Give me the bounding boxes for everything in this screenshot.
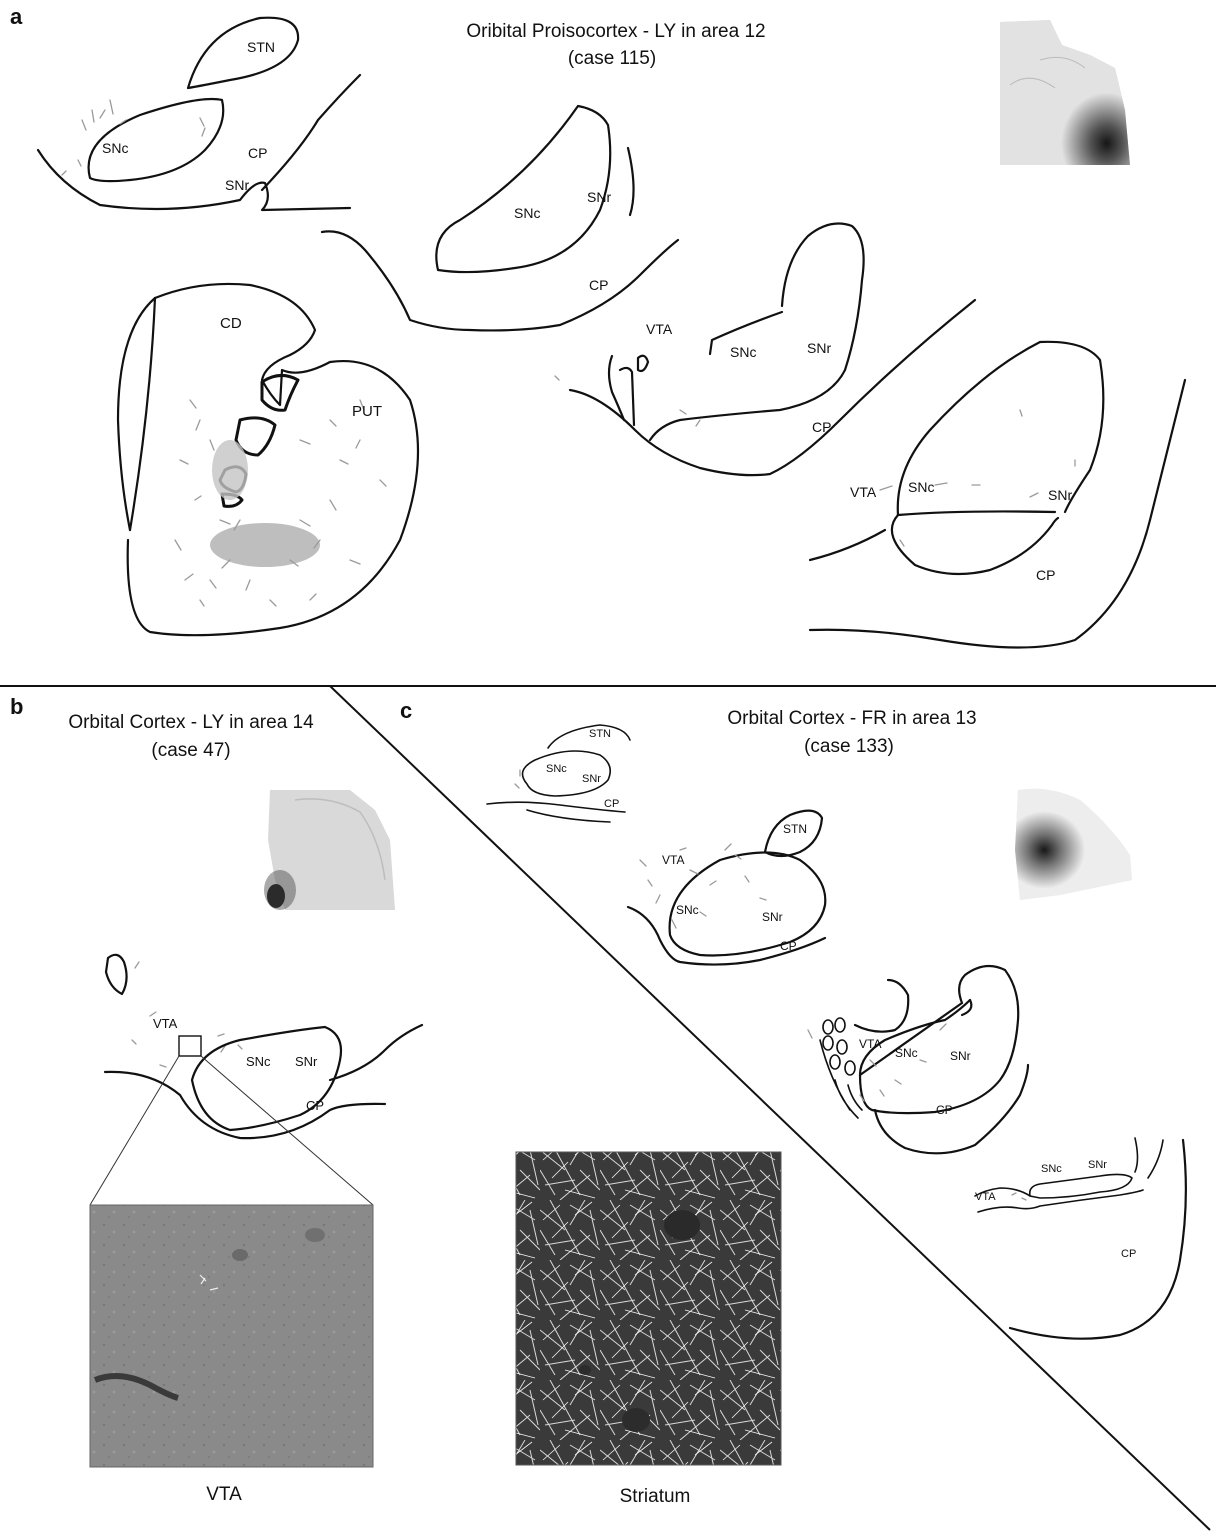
label-vta: VTA — [662, 853, 684, 867]
label-snr: SNr — [1088, 1159, 1107, 1171]
label-put: PUT — [352, 403, 382, 420]
injection-site-image — [1000, 20, 1130, 165]
photo-caption: Striatum — [620, 1486, 691, 1507]
section-c1: STN SNc SNr CP — [487, 725, 630, 822]
label-stn: STN — [783, 822, 807, 836]
label-vta: VTA — [859, 1037, 881, 1051]
label-snr: SNr — [950, 1049, 971, 1063]
section-c3: VTA SNc SNr CP — [808, 966, 1028, 1153]
label-cp: CP — [1036, 567, 1055, 583]
panel-letter: c — [400, 698, 412, 723]
panel-c: c Orbital Cortex - FR in area 13 (case 1… — [400, 698, 1186, 1507]
label-snr: SNr — [225, 177, 249, 193]
label-vta: VTA — [975, 1191, 996, 1203]
section-c2: VTA STN SNc SNr CP — [628, 811, 825, 965]
vessel-cluster — [820, 1018, 862, 1118]
label-snc: SNc — [908, 479, 934, 495]
label-snr: SNr — [762, 910, 783, 924]
panel-title: Orbital Cortex - LY in area 14 — [68, 712, 314, 733]
injection-site-image — [264, 790, 395, 910]
label-snc: SNc — [730, 344, 756, 360]
label-cp: CP — [306, 1098, 324, 1113]
label-cd: CD — [220, 315, 242, 332]
label-snr: SNr — [582, 773, 601, 785]
vta-micrograph — [90, 1205, 373, 1467]
panel-subtitle: (case 133) — [804, 736, 894, 757]
label-cp: CP — [589, 277, 608, 293]
section-a2-striatum: CD PUT — [118, 284, 418, 635]
section-a1: STN SNc CP SNr — [38, 18, 360, 210]
label-snr: SNr — [1048, 487, 1072, 503]
label-snc: SNc — [1041, 1163, 1062, 1175]
label-cp: CP — [1121, 1248, 1136, 1260]
section-b: VTA SNc SNr CP — [90, 955, 422, 1205]
label-snc: SNc — [676, 903, 699, 917]
label-stn: STN — [247, 39, 275, 55]
panel-a: a Oribital Proisocortex - LY in area 12 … — [10, 4, 1185, 648]
injection-site-image — [1015, 789, 1132, 900]
panel-letter: b — [10, 694, 23, 719]
label-vta: VTA — [153, 1016, 178, 1031]
label-cp: CP — [604, 798, 619, 810]
label-stn: STN — [589, 728, 611, 740]
label-cp: CP — [780, 939, 797, 953]
label-snr: SNr — [295, 1054, 318, 1069]
panel-subtitle: (case 115) — [568, 48, 656, 69]
panel-b: b Orbital Cortex - LY in area 14 (case 4… — [10, 694, 422, 1505]
panel-title: Orbital Cortex - FR in area 13 — [727, 708, 976, 729]
panel-title: Oribital Proisocortex - LY in area 12 — [466, 21, 765, 42]
label-vta: VTA — [646, 321, 673, 337]
label-cp: CP — [248, 145, 267, 161]
label-snc: SNc — [895, 1046, 918, 1060]
label-snr: SNr — [587, 189, 611, 205]
label-snc: SNc — [246, 1054, 271, 1069]
panel-subtitle: (case 47) — [151, 740, 230, 761]
section-a4: VTA SNc SNr CP — [555, 224, 975, 476]
section-c4: VTA SNc SNr CP — [975, 1138, 1186, 1339]
label-snc: SNc — [102, 140, 128, 156]
label-snc: SNc — [546, 763, 567, 775]
photo-caption: VTA — [206, 1484, 242, 1505]
section-a3: SNc SNr CP — [322, 106, 678, 330]
panel-letter: a — [10, 4, 23, 29]
label-vta: VTA — [850, 484, 877, 500]
label-snr: SNr — [807, 340, 831, 356]
section-a5: VTA SNc SNr CP — [810, 342, 1185, 648]
striatum-micrograph — [516, 1152, 781, 1465]
label-snc: SNc — [514, 205, 540, 221]
labeled-fibers-striatum — [175, 400, 386, 606]
label-cp: CP — [936, 1103, 953, 1117]
label-cp: CP — [812, 419, 831, 435]
